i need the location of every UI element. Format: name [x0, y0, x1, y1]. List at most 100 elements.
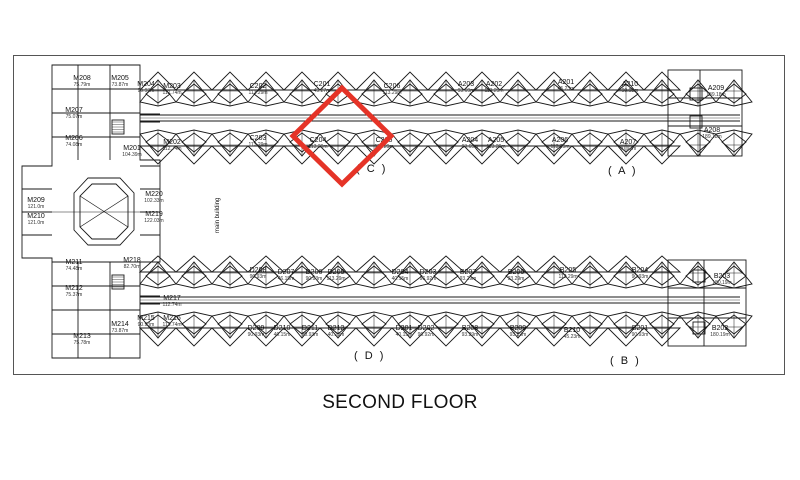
unit-area-m214: 73.87m: [112, 328, 129, 334]
unit-area-m218: 82.70m: [124, 264, 141, 270]
unit-label-b209: B209: [510, 325, 526, 332]
unit-label-m217: M217: [163, 295, 181, 302]
unit-area-d211: 90.93m: [302, 332, 319, 338]
unit-area-d208: 90.93m: [250, 274, 267, 280]
plan-frame: [13, 55, 785, 375]
unit-label-b203: B203: [714, 273, 730, 280]
unit-area-c201: 45.27m: [314, 88, 331, 94]
unit-area-m213: 75.78m: [74, 340, 91, 346]
unit-area-d204: 40.15m: [392, 276, 409, 282]
unit-area-m204: 90.93m: [138, 88, 155, 94]
unit-label-b205: B205: [560, 267, 576, 274]
selected-unit-highlight: [289, 84, 395, 188]
unit-area-m207: 75.07m: [66, 114, 83, 120]
unit-label-m206: M206: [65, 135, 83, 142]
unit-label-m205: M205: [111, 75, 129, 82]
unit-label-m212: M212: [65, 285, 83, 292]
unit-area-a203: 93.69m: [458, 88, 475, 94]
unit-label-d206: D206: [306, 269, 323, 276]
unit-label-m208: M208: [73, 75, 91, 82]
unit-label-d202: D202: [418, 325, 435, 332]
unit-area-m212: 75.37m: [66, 292, 83, 298]
unit-label-c201: C201: [314, 81, 331, 88]
unit-area-b210: 45.23m: [564, 334, 581, 340]
unit-area-m208: 75.79m: [74, 82, 91, 88]
unit-label-b202: B202: [712, 325, 728, 332]
unit-area-b208: 93.29m: [462, 332, 479, 338]
unit-area-a205: 113.29m: [486, 144, 505, 150]
unit-label-m202: M202: [163, 139, 181, 146]
wing-label-d: ( D ): [354, 350, 385, 362]
unit-label-d205: D205: [328, 269, 345, 276]
unit-area-b204: 90.93m: [632, 274, 649, 280]
unit-label-b201: B201: [632, 325, 648, 332]
unit-area-b202: 180.19m: [710, 332, 729, 338]
wall-lines: [21, 64, 753, 359]
unit-label-m203: M203: [163, 83, 181, 90]
unit-label-a209: A209: [708, 85, 724, 92]
unit-area-b203: 180.19m: [712, 280, 731, 286]
unit-area-a204: 93.69m: [462, 144, 479, 150]
unit-label-m204: M204: [137, 81, 155, 88]
unit-area-m220: 102.33m: [144, 198, 163, 204]
unit-area-d202: 96.92m: [418, 332, 435, 338]
unit-label-b210: B210: [564, 327, 580, 334]
unit-label-a203: A203: [458, 81, 474, 88]
unit-label-m209: M209: [27, 197, 45, 204]
unit-area-a201: 45.23m: [558, 86, 575, 92]
unit-area-c204: 113.29m: [308, 144, 327, 150]
unit-label-a201: A201: [558, 79, 574, 86]
unit-label-b206: B206: [508, 269, 524, 276]
unit-area-m201: 104.39m: [122, 152, 141, 158]
unit-area-m210: 121.0m: [28, 220, 45, 226]
wing-label-b: ( B ): [610, 355, 641, 367]
unit-area-b205: 113.29m: [558, 274, 577, 280]
unit-area-d206: 90.93m: [306, 276, 323, 282]
unit-area-d210: 46.15m: [274, 332, 291, 338]
unit-area-m216: 112.74m: [162, 322, 181, 328]
unit-label-m207: M207: [65, 107, 83, 114]
unit-label-m220: M220: [145, 191, 163, 198]
unit-label-a202: A202: [486, 81, 502, 88]
unit-label-a206: A206: [552, 137, 568, 144]
unit-area-m206: 74.08m: [66, 142, 83, 148]
unit-area-d205: 113.29m: [326, 276, 345, 282]
unit-area-c206: 113.29m: [382, 90, 401, 96]
unit-area-m217: 112.74m: [162, 302, 181, 308]
unit-label-m219: M219: [145, 211, 163, 218]
floor-title: SECOND FLOOR: [322, 392, 478, 413]
unit-label-c202: C202: [250, 83, 267, 90]
unit-label-m211: M211: [66, 259, 83, 266]
unit-label-d210: D210: [274, 325, 291, 332]
unit-area-a206: 113.29m: [550, 144, 569, 150]
unit-area-a207: 90.93m: [620, 146, 637, 152]
unit-area-d201: 40.15m: [396, 332, 413, 338]
unit-area-a210: 90.93m: [622, 88, 639, 94]
unit-label-m216: M216: [163, 315, 181, 322]
unit-area-c205: 113.29m: [374, 144, 393, 150]
unit-label-a204: A204: [462, 137, 478, 144]
unit-area-m219: 122.03m: [144, 218, 163, 224]
unit-label-a207: A207: [620, 139, 636, 146]
unit-area-b201: 90.93m: [632, 332, 649, 338]
main-building-label: main building: [215, 198, 221, 233]
unit-label-c206: C206: [384, 83, 401, 90]
unit-area-d212: 40.23m: [328, 332, 345, 338]
unit-label-a210: A210: [622, 81, 638, 88]
unit-area-d209: 90.93m: [248, 332, 265, 338]
unit-area-b207: 93.29m: [460, 276, 477, 282]
unit-label-a208: A208: [704, 127, 720, 134]
unit-label-d203: D203: [420, 269, 437, 276]
unit-label-m210: M210: [27, 213, 45, 220]
unit-label-b204: B204: [632, 267, 648, 274]
unit-area-m215: 90.93m: [138, 322, 155, 328]
unit-label-c204: C204: [310, 137, 327, 144]
unit-label-d209: D209: [248, 325, 265, 332]
unit-label-d208: D208: [250, 267, 267, 274]
unit-area-b206: 93.29m: [508, 276, 525, 282]
unit-area-m211: 74.48m: [66, 266, 83, 272]
unit-label-d211: D211: [302, 325, 318, 332]
unit-area-d207: 46.15m: [278, 276, 295, 282]
unit-label-m218: M218: [123, 257, 141, 264]
